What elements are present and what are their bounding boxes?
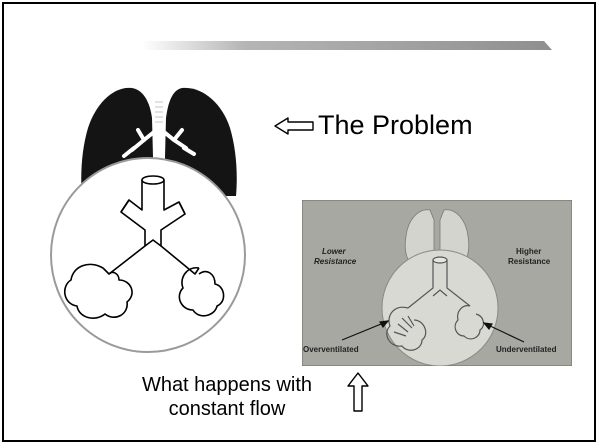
caption: What happens with constant flow: [122, 373, 332, 421]
caption-line1: What happens with: [122, 373, 332, 397]
higher-resistance-line2: Resistance: [508, 257, 551, 266]
slide: The Problem Lower Resistance Higher Resi…: [2, 2, 596, 442]
lower-resistance-line1: Lower: [322, 247, 346, 256]
problem-label: The Problem: [318, 110, 473, 141]
title-bar: [142, 41, 552, 50]
caption-line2: constant flow: [122, 397, 332, 421]
lower-resistance-line2: Resistance: [314, 257, 357, 266]
problem-heading: The Problem: [274, 110, 473, 141]
underventilated-label: Underventilated: [496, 345, 557, 354]
up-outline-arrow-icon: [347, 372, 369, 412]
left-outline-arrow-icon: [274, 116, 314, 136]
higher-resistance-line1: Higher: [516, 247, 541, 256]
airway-zoom-circle: [49, 156, 247, 354]
overventilated-label: Overventilated: [303, 345, 359, 354]
ventilation-photo: Lower Resistance Higher Resistance Overv…: [302, 200, 572, 366]
